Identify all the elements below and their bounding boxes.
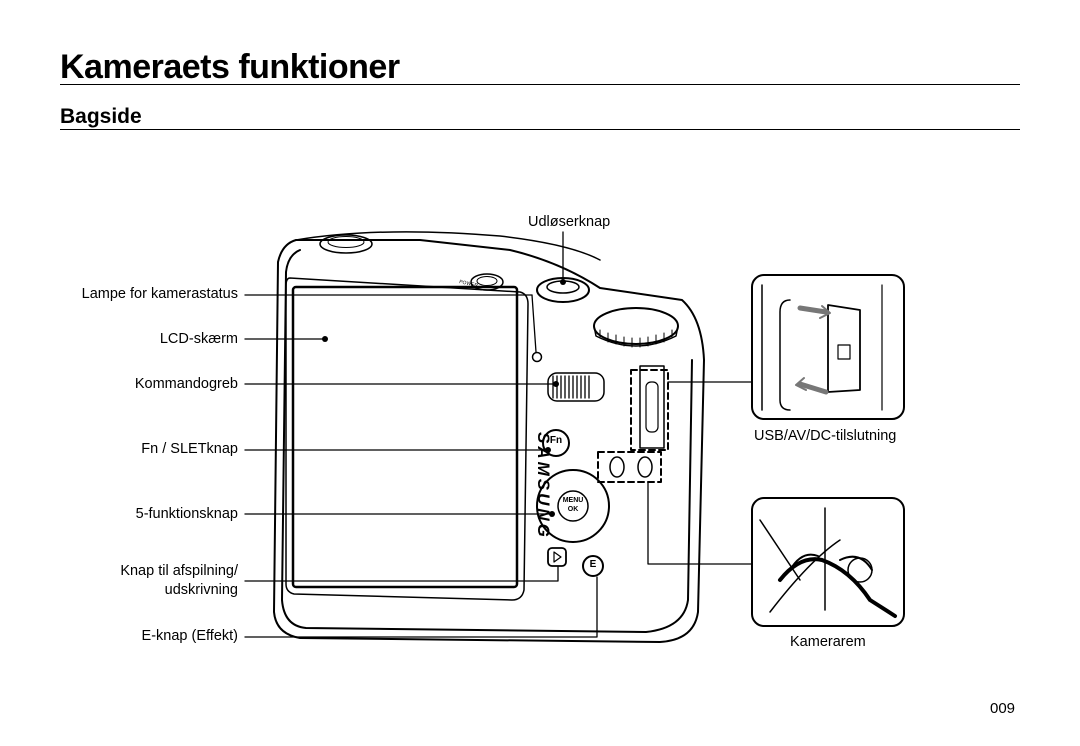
e-button-label: E — [589, 559, 597, 570]
playback-button-icon — [547, 547, 567, 567]
label-shutter-button: Udløserknap — [528, 214, 611, 230]
label-usb-port: USB/AV/DC-tilslutning — [754, 428, 897, 444]
callout-leader-lines — [244, 231, 753, 638]
label-e-button: E-knap (Effekt) — [141, 628, 238, 644]
menu-button-label: MENU — [562, 497, 584, 504]
label-playback-button-line2: udskrivning — [164, 582, 238, 598]
menu-ok-button-icon — [557, 490, 589, 522]
label-fn-delete-button: Fn / SLETknap — [141, 441, 238, 457]
section-subtitle: Bagside — [60, 105, 142, 128]
label-playback-button-line1: Knap til afspilning/ — [120, 563, 238, 579]
top-dial-icon — [319, 234, 373, 254]
strap-loop-arrow-icon — [789, 553, 819, 571]
title-rule — [60, 84, 1020, 85]
strap-inset — [751, 497, 905, 627]
label-status-lamp: Lampe for kamerastatus — [81, 286, 238, 302]
mode-dial-teeth — [599, 329, 673, 348]
brand-logo: SAMSUNG — [534, 432, 553, 540]
e-button-icon — [582, 555, 604, 577]
usb-port-highlight — [630, 369, 669, 451]
fn-button-label: Fn — [549, 435, 563, 446]
usb-port-inset — [751, 274, 905, 420]
strap-eyelet-highlight — [597, 451, 662, 483]
page-number: 009 — [990, 700, 1016, 717]
status-lamp-icon — [531, 351, 543, 363]
label-lcd-screen: LCD-skærm — [159, 331, 238, 347]
camera-body-outline — [273, 239, 705, 643]
port-cover-icon — [827, 304, 861, 393]
fn-button-icon — [542, 429, 570, 457]
ok-button-label: OK — [567, 506, 579, 513]
page-title: Kameraets funktioner — [60, 48, 400, 86]
five-function-pad-icon — [536, 469, 610, 543]
label-five-function-button: 5-funktionsknap — [135, 506, 238, 522]
command-dial-icon — [547, 372, 605, 402]
label-camera-strap: Kamerarem — [790, 634, 866, 650]
lcd-frame — [285, 277, 529, 601]
subtitle-rule — [60, 129, 1020, 130]
label-command-dial: Kommandogreb — [134, 376, 238, 392]
mode-dial-icon — [593, 307, 679, 345]
lcd-screen — [291, 285, 519, 589]
